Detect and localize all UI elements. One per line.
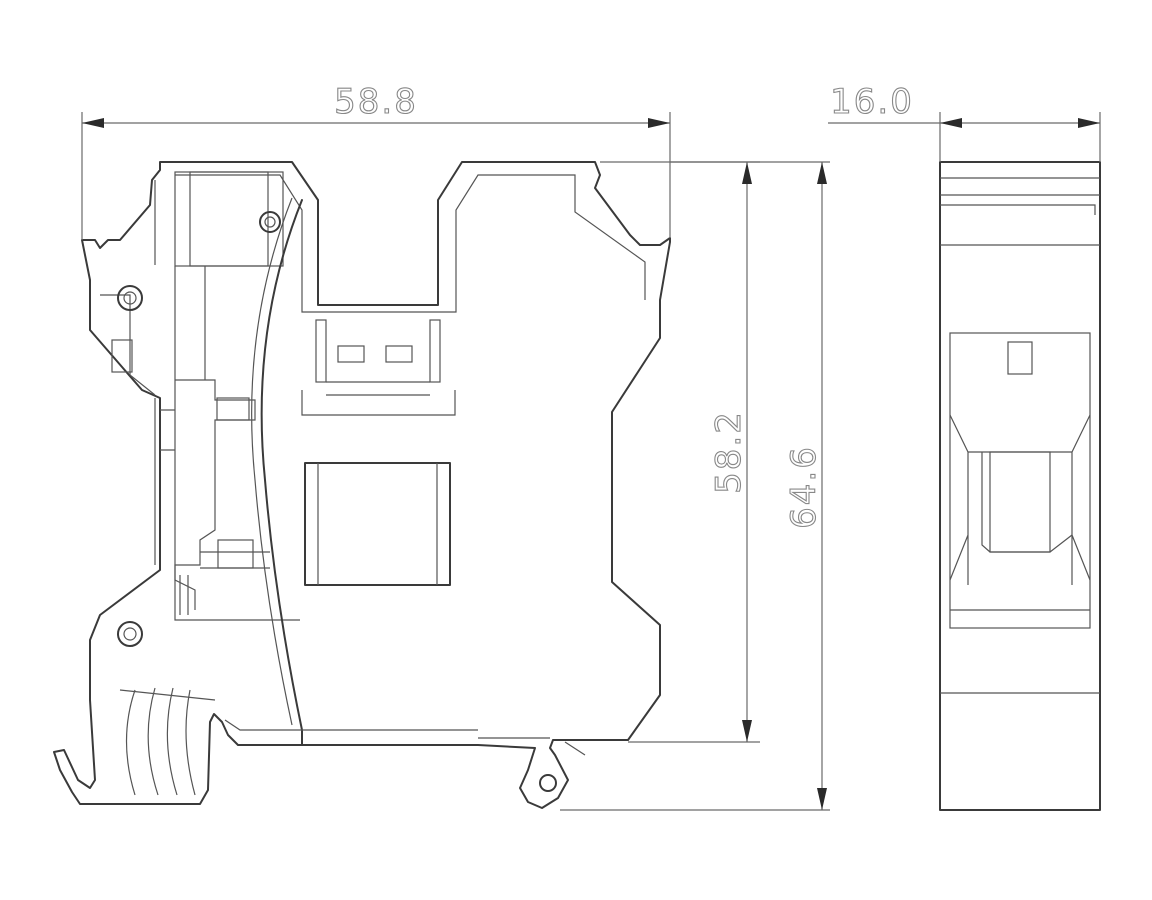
left-chamber-lines bbox=[154, 266, 300, 621]
front-top-bands bbox=[940, 177, 1100, 246]
clamp-slot-upper bbox=[216, 397, 250, 421]
screw-hole-top bbox=[259, 211, 281, 233]
front-wire-entry bbox=[989, 451, 1051, 553]
dim-text-height-total: 64.6 bbox=[784, 445, 824, 529]
dim-text-height-inner: 58.2 bbox=[709, 410, 749, 494]
dimension-width-front: 16.0 bbox=[828, 81, 1101, 162]
foot-right-notch bbox=[478, 737, 586, 756]
front-wire-entry-lines bbox=[981, 452, 1073, 553]
channel-right-bar bbox=[429, 319, 441, 383]
left-chamber-top-inner bbox=[189, 171, 269, 267]
screw-hole-bottom-inner bbox=[123, 627, 137, 641]
dimension-height-total: 64.6 bbox=[560, 161, 830, 811]
screw-hole-left bbox=[117, 285, 143, 311]
channel-floor bbox=[326, 381, 430, 396]
clamp-body bbox=[174, 379, 256, 610]
front-indicator-window bbox=[1007, 341, 1033, 375]
foot-rib-4 bbox=[185, 689, 196, 796]
dim-text-width-side: 58.8 bbox=[334, 82, 418, 122]
dim-text-width-front: 16.0 bbox=[830, 82, 914, 122]
screw-hole-foot bbox=[539, 774, 557, 792]
foot-rib-1 bbox=[125, 689, 136, 796]
dimension-width-side: 58.8 bbox=[81, 81, 671, 240]
channel-window-left bbox=[337, 345, 365, 363]
side-view-outline bbox=[53, 161, 671, 809]
curved-blade bbox=[260, 199, 303, 746]
side-view-inner-contour bbox=[175, 174, 646, 313]
front-view bbox=[939, 161, 1101, 811]
label-plate-lines bbox=[317, 463, 438, 585]
dimension-height-inner: 58.2 bbox=[600, 161, 760, 743]
front-inner-bevel bbox=[949, 414, 1091, 611]
channel-left-bar bbox=[315, 319, 327, 383]
left-wall-lines bbox=[100, 180, 156, 396]
foot-inner bbox=[119, 689, 478, 731]
screw-hole-top-inner bbox=[264, 216, 276, 228]
channel-window-right bbox=[385, 345, 413, 363]
front-view-outline bbox=[939, 161, 1101, 811]
left-chamber-top bbox=[174, 171, 284, 267]
clamp-slot-lower bbox=[217, 539, 254, 569]
screw-hole-bottom bbox=[117, 621, 143, 647]
foot-rib-2 bbox=[147, 687, 159, 796]
screw-hole-left-inner bbox=[123, 291, 137, 305]
front-window-frame bbox=[949, 332, 1091, 629]
left-indicator-window bbox=[111, 339, 133, 373]
label-plate bbox=[304, 462, 451, 586]
side-view bbox=[53, 161, 671, 809]
clamp-lower-lines bbox=[179, 551, 270, 615]
foot-rib-3 bbox=[166, 687, 178, 796]
curved-blade-edge bbox=[251, 197, 293, 726]
side-view-inner-right bbox=[301, 390, 456, 416]
